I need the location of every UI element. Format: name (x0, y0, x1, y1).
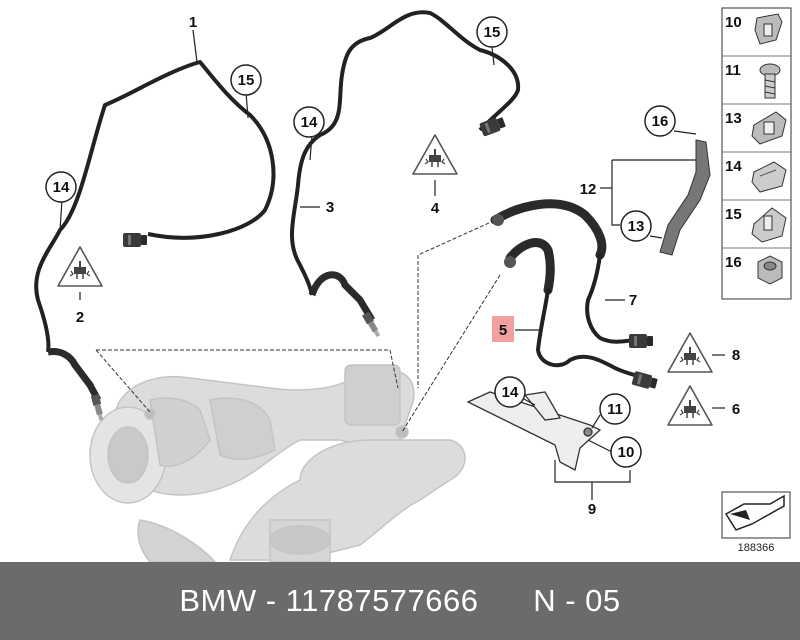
legend-label: 15 (725, 206, 742, 223)
callout-15-circle (230, 64, 262, 96)
hose-7-end (492, 214, 504, 226)
callout-10: 10 (618, 444, 635, 461)
callout-6: 6 (732, 401, 740, 418)
callout-12: 12 (580, 181, 597, 198)
callout-1: 1 (189, 14, 197, 31)
parts-diagram: 1 15 14 2 14 3 15 4 16 12 13 7 5 8 6 14 … (34, 7, 792, 562)
cable-5-connector (631, 370, 659, 391)
callout-leaders (59, 29, 725, 500)
cable-1-connector (123, 233, 147, 247)
callout-14-circle (45, 171, 77, 203)
bolt-icon (759, 63, 781, 99)
callout-10-circle (610, 436, 642, 468)
legend-label: 13 (725, 110, 742, 127)
small-parts-legend: 10 11 13 14 15 16 (721, 7, 792, 300)
callout-11-circle (599, 393, 631, 425)
exhaust-manifold-illustration (89, 364, 466, 562)
cable-clip-icon (751, 161, 787, 193)
holder-clip-icon (751, 207, 787, 243)
warning-connector-icon (667, 332, 713, 373)
callout-15-circle (476, 16, 508, 48)
legend-label: 14 (725, 158, 742, 175)
callout-5: 5 (499, 322, 507, 339)
callout-8: 8 (732, 347, 740, 364)
footer-text: BMW - 11787577666 N - 05 (179, 583, 620, 619)
diagram-ref-number: 188366 (738, 542, 775, 554)
callout-15: 15 (238, 72, 255, 89)
callout-3: 3 (326, 199, 334, 216)
catalog-reference-icon (721, 491, 791, 539)
callout-14: 14 (301, 114, 318, 131)
cable-7-hose (490, 199, 642, 344)
warning-connector-icon (57, 246, 103, 287)
footer-part-number: BMW - 11787577666 (179, 583, 479, 618)
warning-connector-icon (667, 385, 713, 426)
part-number-footer: BMW - 11787577666 N - 05 (0, 562, 800, 640)
cable-7-connector (629, 334, 653, 348)
callout-14-circle (293, 106, 325, 138)
footer-position: N - 05 (533, 583, 621, 618)
hex-nut-icon (757, 255, 783, 285)
callout-15: 15 (484, 24, 501, 41)
callout-16: 16 (652, 113, 669, 130)
callout-14: 14 (53, 179, 70, 196)
oxygen-sensor-3-cable (289, 10, 521, 322)
install-leader-lines (95, 217, 501, 433)
legend-label: 16 (725, 254, 742, 271)
callout-11: 11 (607, 401, 623, 418)
clip-nut-icon (754, 13, 783, 45)
warning-connector-icon (412, 134, 458, 175)
cable-5-hose (505, 238, 647, 380)
callout-4: 4 (431, 200, 440, 217)
bracket-16 (659, 139, 711, 256)
callout-2: 2 (76, 309, 84, 326)
callout-13: 13 (628, 218, 645, 235)
callout-14-circle (494, 376, 526, 408)
oxygen-sensor-1-cable (34, 60, 276, 402)
callout-5-highlight (492, 316, 514, 342)
callout-13-circle (620, 210, 652, 242)
callout-7: 7 (629, 292, 637, 309)
oxygen-sensor-1-probe (90, 394, 106, 422)
bracket-9 (466, 391, 602, 471)
callout-14: 14 (502, 384, 519, 401)
hose-5-end (504, 256, 516, 268)
callout-9: 9 (588, 501, 596, 518)
legend-label: 10 (725, 14, 742, 31)
legend-label: 11 (725, 62, 741, 79)
spring-clip-icon (751, 111, 787, 145)
callout-16-circle (644, 105, 676, 137)
